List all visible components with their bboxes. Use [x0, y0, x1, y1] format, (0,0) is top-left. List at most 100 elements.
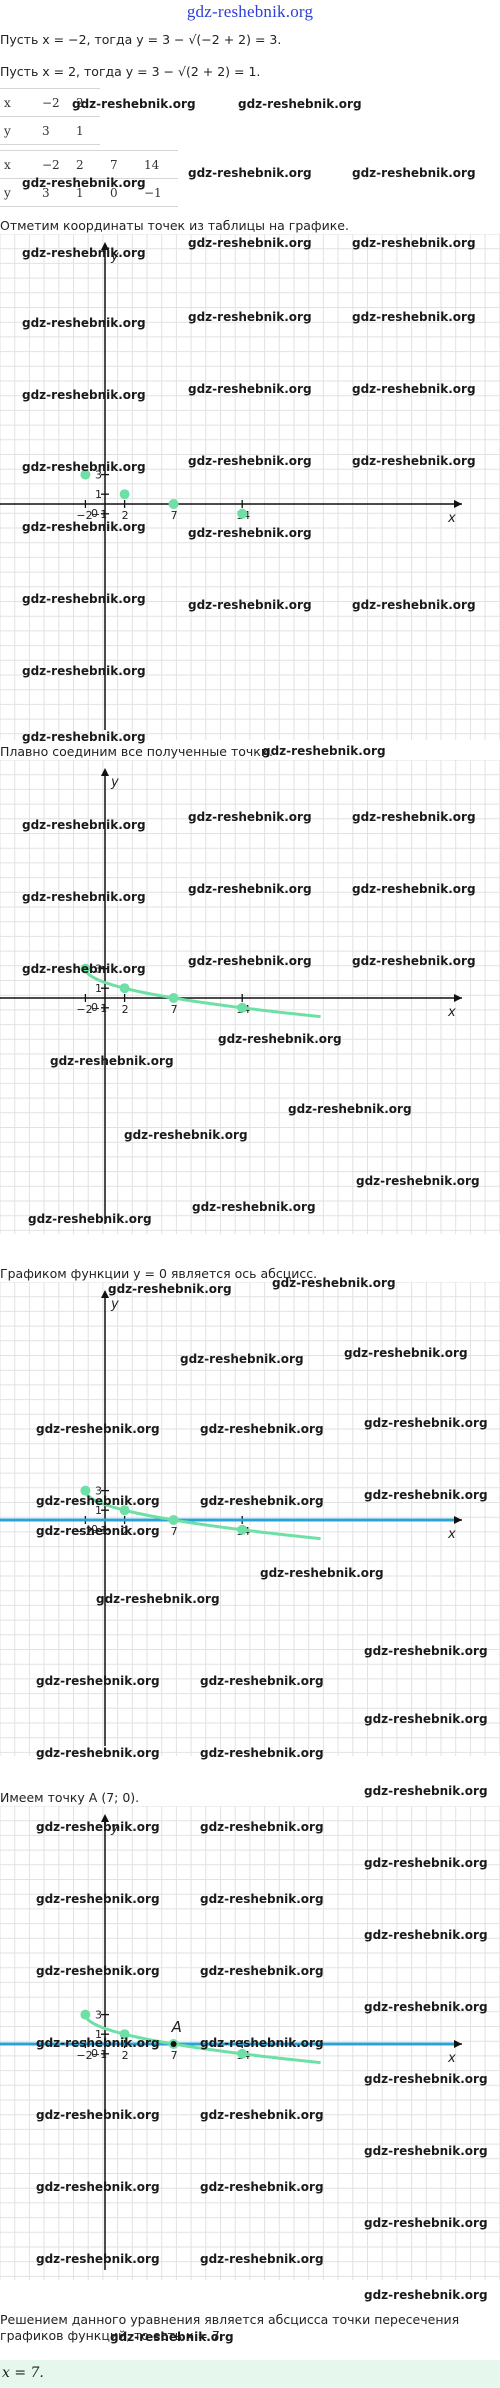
table2-cell: 2 [76, 157, 84, 172]
y-tick-label: −1 [91, 508, 107, 521]
y-axis-label: y [110, 775, 119, 790]
y-tick-label: 3 [95, 1485, 102, 1498]
data-point [119, 489, 130, 500]
table2-cell: −1 [144, 185, 162, 200]
x-axis-arrow [454, 1516, 462, 1524]
y-tick-label: −1 [91, 1002, 107, 1015]
point-a-label: A [171, 2018, 182, 2036]
table2-cell: 0 [110, 185, 118, 200]
text-line-8: графиков функций, то есть x = 7. [0, 2328, 224, 2343]
graph-curve-and-axis: xy0−2271431−1 [0, 1282, 500, 1756]
data-point [168, 1515, 179, 1525]
text-line-1: Пусть x = −2, тогда y = 3 − √(−2 + 2) = … [0, 32, 282, 47]
data-point [119, 1505, 130, 1516]
y-tick-label: 3 [95, 469, 102, 482]
x-tick-label: 2 [122, 1525, 129, 1538]
text-line-4: Плавно соединим все полученные точки. [0, 744, 273, 759]
x-tick-label: 7 [171, 509, 178, 522]
y-axis-arrow [101, 768, 109, 776]
x-tick-label: −2 [76, 1525, 92, 1538]
x-tick-label: 2 [122, 509, 129, 522]
table2-cell: y [4, 185, 11, 200]
table2-cell: 14 [144, 157, 160, 172]
table1-cell: x [4, 95, 11, 110]
data-point [237, 2048, 248, 2059]
x-axis-arrow [454, 2040, 462, 2048]
y-axis-label: y [110, 1821, 119, 1836]
data-point [168, 499, 179, 509]
table2-cell: 3 [42, 185, 50, 200]
watermark: gdz-reshebnik.org [352, 166, 476, 180]
graph-curve: xy0−2271431−1 [0, 760, 500, 1234]
data-point [237, 1002, 248, 1013]
graph-intersection-point: xy0−2271431−1A [0, 1806, 500, 2280]
y-tick-label: −1 [91, 2048, 107, 2061]
data-point [237, 508, 248, 519]
y-axis-label: y [110, 249, 119, 264]
origin-label: 0 [91, 507, 98, 520]
data-point [119, 2029, 130, 2040]
table2-cell: x [4, 157, 11, 172]
point-a-marker [170, 2041, 177, 2047]
y-axis-arrow [101, 1814, 109, 1822]
y-tick-label: 1 [95, 488, 102, 501]
table1-cell: 3 [42, 123, 50, 138]
table1-cell: y [4, 123, 11, 138]
x-axis-label: x [447, 1005, 456, 1020]
table2-cell: 1 [76, 185, 84, 200]
table2-cell: −2 [42, 157, 60, 172]
x-axis-arrow [454, 500, 462, 508]
watermark: gdz-reshebnik.org [364, 1784, 488, 1798]
y-tick-label: −1 [91, 1524, 107, 1537]
text-line-2: Пусть x = 2, тогда y = 3 − √(2 + 2) = 1. [0, 64, 261, 79]
x-tick-label: −2 [76, 1003, 92, 1016]
text-line-7: Решением данного уравнения является абсц… [0, 2312, 460, 2327]
x-axis-label: x [447, 511, 456, 526]
values-table-2: x −2 2 7 14 y 3 1 0 −1 [0, 150, 178, 207]
text-line-3: Отметим координаты точек из таблицы на г… [0, 218, 349, 233]
table1-cell: 1 [76, 123, 84, 138]
y-tick-label: 3 [95, 2009, 102, 2022]
answer-text: x = 7. [2, 2365, 44, 2381]
table1-cell: 2 [76, 95, 84, 110]
graph-points: xy0−2271431−1 [0, 234, 500, 740]
watermark: gdz-reshebnik.org [238, 97, 362, 111]
data-point [168, 993, 179, 1003]
x-tick-label: 7 [171, 1003, 178, 1016]
x-axis-label: x [447, 1527, 456, 1542]
x-tick-label: 2 [122, 1003, 129, 1016]
text-line-5: Графиком функции y = 0 является ось абсц… [0, 1266, 318, 1281]
origin-label: 0 [91, 1001, 98, 1014]
data-point [237, 1524, 248, 1535]
table1-cell: −2 [42, 95, 60, 110]
table2-cell: 7 [110, 157, 118, 172]
watermark: gdz-reshebnik.org [188, 166, 312, 180]
data-point [119, 983, 130, 994]
y-axis-label: y [110, 1297, 119, 1312]
x-tick-label: 7 [171, 2049, 178, 2062]
origin-label: 0 [91, 2047, 98, 2060]
origin-label: 0 [91, 1523, 98, 1536]
data-point [80, 963, 91, 974]
values-table-1: x −2 2 y 3 1 [0, 88, 100, 145]
x-axis-label: x [447, 2051, 456, 2066]
site-title[interactable]: gdz-reshebnik.org [186, 2, 314, 21]
data-point [80, 2009, 91, 2020]
y-axis-arrow [101, 242, 109, 250]
data-point [80, 469, 91, 480]
x-axis-arrow [454, 994, 462, 1002]
x-tick-label: −2 [76, 2049, 92, 2062]
y-tick-label: 1 [95, 982, 102, 995]
y-axis-arrow [101, 1290, 109, 1298]
text-line-6: Имеем точку A (7; 0). [0, 1790, 140, 1805]
answer-box: x = 7. [0, 2360, 500, 2388]
y-tick-label: 3 [95, 963, 102, 976]
watermark: gdz-reshebnik.org [262, 744, 386, 758]
x-tick-label: 2 [122, 2049, 129, 2062]
x-tick-label: 7 [171, 1525, 178, 1538]
x-tick-label: −2 [76, 509, 92, 522]
data-point [80, 1485, 91, 1496]
y-tick-label: 1 [95, 2028, 102, 2041]
watermark: gdz-reshebnik.org [364, 2288, 488, 2302]
y-tick-label: 1 [95, 1504, 102, 1517]
